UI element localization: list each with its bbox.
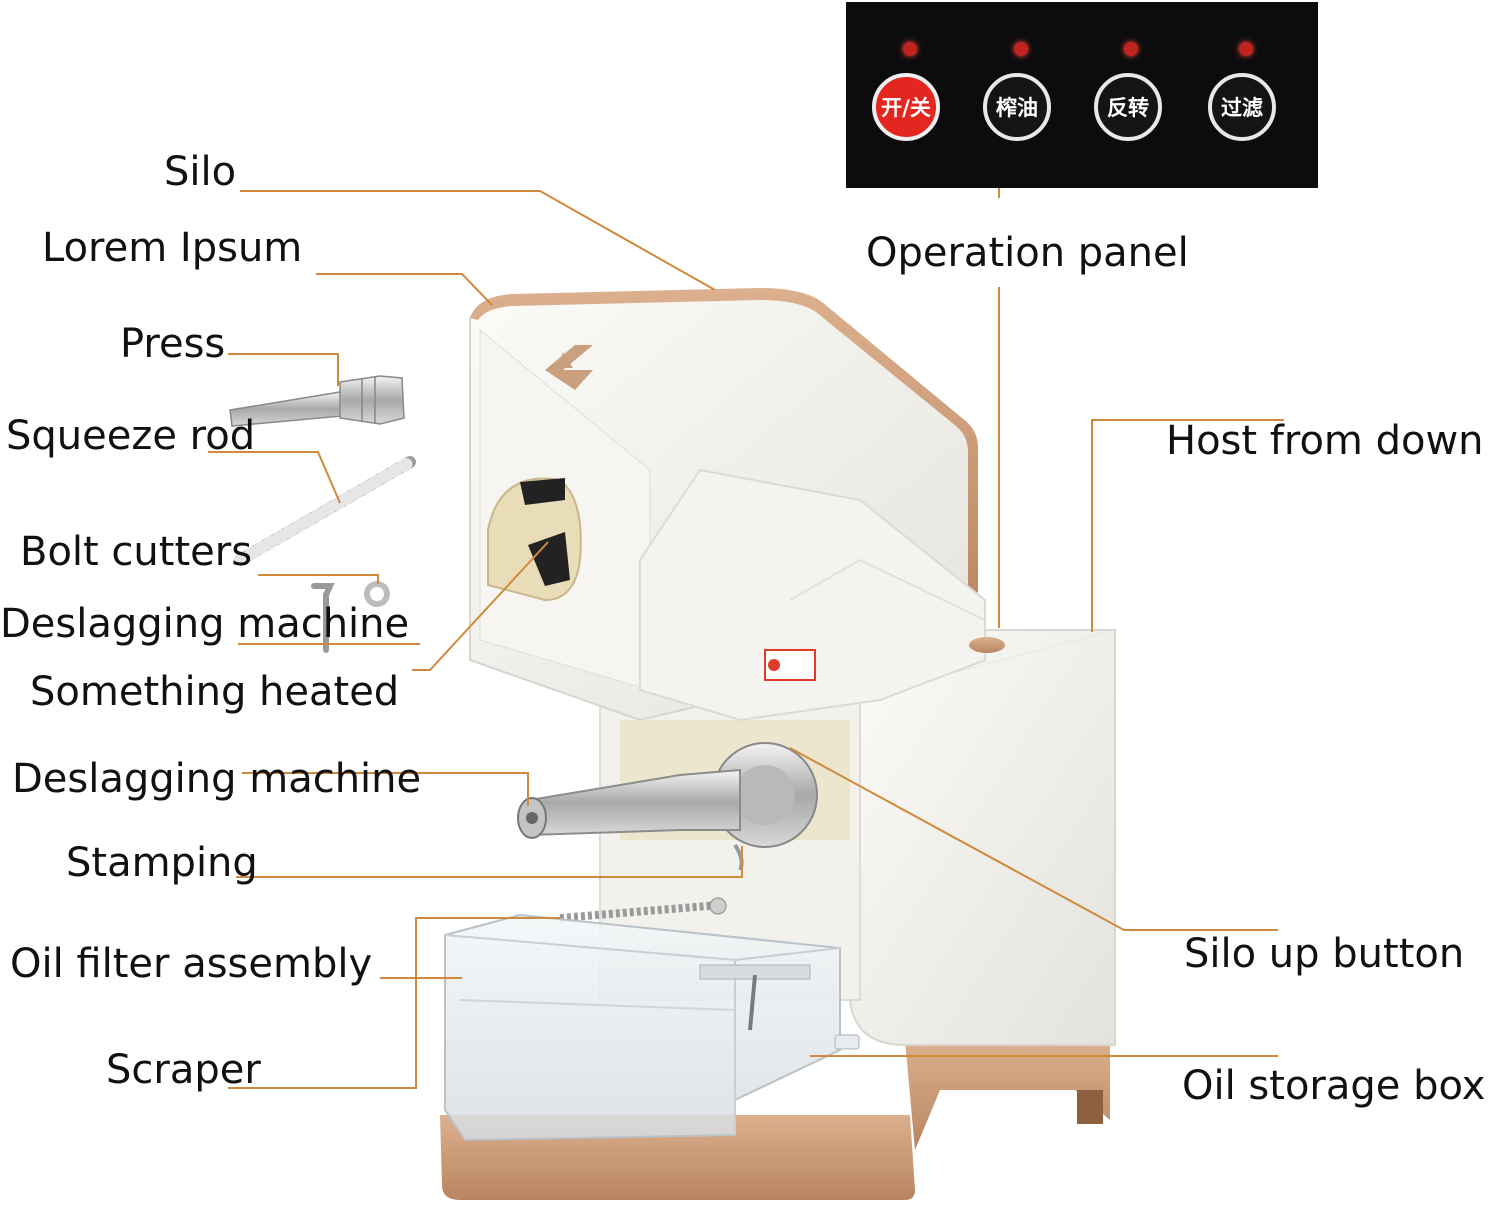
leader-silo-up-button	[789, 747, 1278, 931]
label-stamping: Stamping	[66, 840, 258, 886]
power-indicator-led	[903, 42, 917, 56]
operation-panel-inset: 开/关 榨油 反转 过滤	[846, 2, 1318, 188]
reverse-indicator-led	[1124, 42, 1138, 56]
label-deslagging-machine-1: Deslagging machine	[0, 601, 410, 647]
leader-lines	[208, 188, 1284, 1089]
leader-deslagging-2	[242, 772, 529, 806]
label-silo: Silo	[164, 149, 237, 195]
host-body	[849, 629, 1116, 1046]
silo-up-button	[969, 637, 1005, 653]
reverse-button: 反转	[1094, 73, 1162, 141]
leader-host-from-down	[1091, 419, 1284, 632]
label-oil-filter-assembly: Oil filter assembly	[10, 941, 373, 987]
filter-indicator-led	[1239, 42, 1253, 56]
label-operation-panel: Operation panel	[866, 230, 1189, 276]
body-skirt	[905, 1040, 1110, 1150]
leader-scraper	[228, 917, 560, 1089]
label-something-heated: Something heated	[30, 669, 400, 715]
filter-button: 过滤	[1208, 73, 1276, 141]
oil-filter-box	[444, 913, 841, 1142]
label-scraper: Scraper	[106, 1047, 261, 1093]
press-indicator-led	[1014, 42, 1028, 56]
drain-spout	[834, 1034, 860, 1050]
label-lorem-ipsum: Lorem Ipsum	[42, 225, 303, 271]
label-bolt-cutters: Bolt cutters	[20, 529, 253, 575]
squeeze-rod-part	[234, 456, 416, 566]
leader-lorem-ipsum	[316, 273, 493, 306]
leader-silo	[240, 190, 716, 291]
label-deslagging-machine-2: Deslagging machine	[12, 756, 422, 802]
filter-screw	[559, 901, 721, 922]
label-silo-up-button: Silo up button	[1184, 931, 1465, 977]
leader-press	[228, 353, 339, 386]
leader-squeeze-rod	[208, 451, 341, 504]
motor-block	[639, 468, 986, 722]
leader-something-heated	[412, 541, 549, 671]
leader-stamping	[236, 846, 743, 878]
label-squeeze-rod: Squeeze rod	[6, 413, 256, 459]
brand-logo	[545, 345, 593, 390]
label-oil-storage-box: Oil storage box	[1182, 1063, 1486, 1109]
press-part	[229, 375, 405, 427]
press-oil-button: 榨油	[983, 73, 1051, 141]
power-button: 开/关	[872, 73, 940, 141]
leader-bolt-cutters	[258, 574, 379, 584]
label-press: Press	[120, 321, 226, 367]
foot	[1077, 1090, 1103, 1124]
label-host-from-down: Host from down	[1166, 418, 1484, 464]
